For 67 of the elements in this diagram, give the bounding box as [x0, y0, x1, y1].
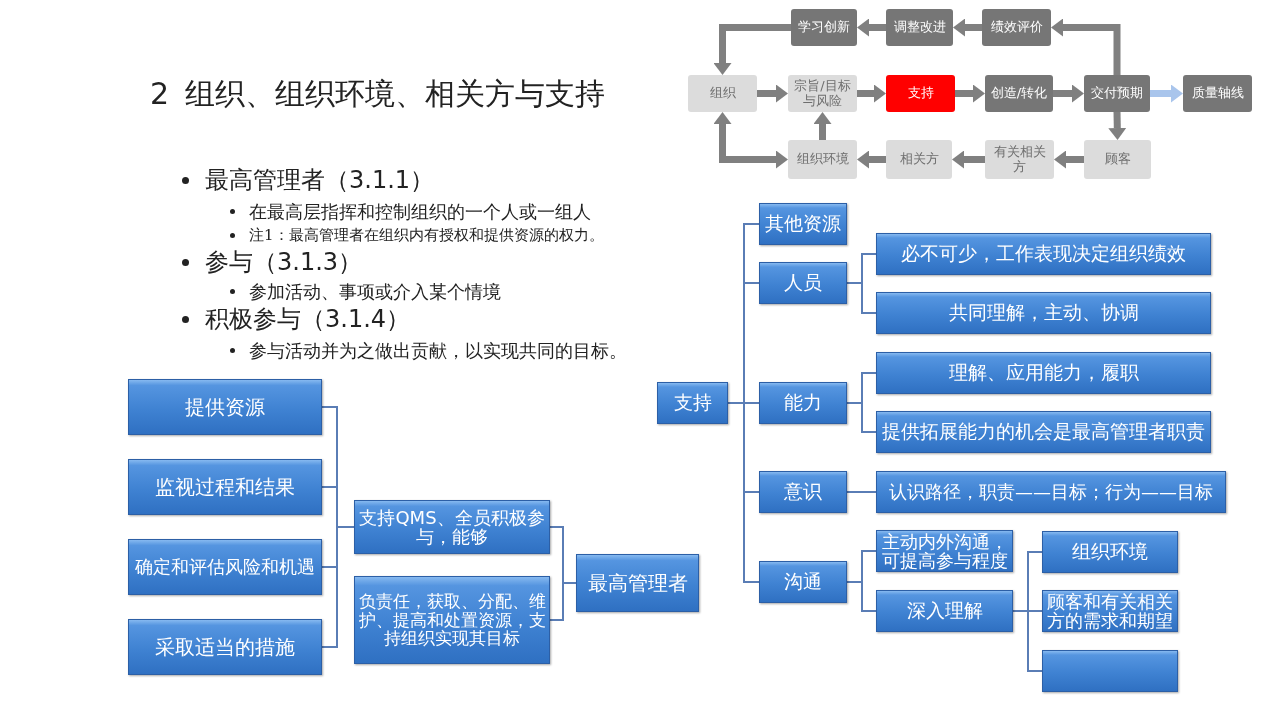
tree-node: 能力: [759, 382, 847, 424]
process-step: 有关相关方: [985, 140, 1054, 179]
tree-node: 监视过程和结果: [128, 459, 322, 515]
tree-node: 确定和评估风险和机遇: [128, 539, 322, 595]
arrow: [757, 84, 788, 103]
tree-node: 顾客和有关相关方的需求和期望: [1042, 590, 1178, 632]
tree-node: 深入理解: [876, 590, 1013, 632]
tree-node: 主动内外沟通，可提高参与程度: [876, 530, 1013, 572]
arrow: [1051, 18, 1121, 75]
tree-node: 必不可少，工作表现决定组织绩效: [876, 233, 1211, 275]
bullet-heading: 最高管理者（3.1.1）: [205, 166, 435, 195]
process-step: 支持: [886, 75, 955, 112]
tree-connector: [846, 372, 877, 433]
arrow: [952, 150, 985, 169]
tree-connector: [727, 223, 760, 583]
connector-line: [846, 491, 877, 493]
arrow: [955, 84, 985, 103]
arrow: [1150, 84, 1183, 103]
arrow: [857, 84, 886, 103]
process-step: 绩效评价: [982, 9, 1051, 46]
tree-node: 采取适当的措施: [128, 619, 322, 675]
arrow: [1053, 84, 1084, 103]
process-step: 组织: [688, 75, 757, 112]
tree-node: 最高管理者: [576, 554, 699, 612]
tree-node: 沟通: [759, 561, 847, 603]
tree-connector: [846, 550, 877, 612]
slide-title: 2 组织、组织环境、相关方与支持: [150, 75, 605, 113]
process-step: 顾客: [1084, 140, 1151, 179]
tree-node: 支持: [657, 382, 728, 424]
tree-node: 支持QMS、全员积极参与，能够: [354, 500, 550, 554]
process-step: 组织环境: [788, 140, 857, 179]
arrow: [857, 18, 886, 37]
double-arrow: [713, 112, 788, 169]
tree-node: 其他资源: [759, 203, 847, 245]
tree-node: 共同理解，主动、协调: [876, 292, 1211, 334]
arrow: [857, 150, 886, 169]
process-step: 宗旨/目标与风险: [788, 75, 857, 112]
tree-node: 理解、应用能力，履职: [876, 352, 1211, 394]
tree-node: 负责任，获取、分配、维护、提高和处置资源，支持组织实现其目标: [354, 576, 550, 664]
arrow: [813, 112, 832, 140]
process-step: 相关方: [886, 140, 952, 179]
tree-connector: [1012, 551, 1043, 672]
bullet-text: 参加活动、事项或介入某个情境: [249, 281, 501, 303]
bullet-text: 在最高层指挥和控制组织的一个人或一组人: [249, 201, 591, 223]
bullet-note: 注1：最高管理者在组织内有授权和提供资源的权力。: [249, 226, 604, 244]
bullet-heading: 参与（3.1.3）: [205, 248, 363, 277]
bullet-text: 参与活动并为之做出贡献，以实现共同的目标。: [249, 340, 627, 362]
tree-connector: [549, 526, 577, 621]
tree-node: 认识路径，职责——目标；行为——目标: [876, 471, 1226, 513]
process-step: 学习创新: [791, 9, 857, 46]
arrow: [1054, 150, 1084, 169]
tree-node: 组织环境: [1042, 531, 1178, 573]
arrow: [713, 24, 791, 75]
process-step: 交付预期: [1084, 75, 1150, 112]
arrow: [1108, 111, 1127, 140]
process-step: 质量轴线: [1183, 75, 1252, 112]
arrow: [953, 18, 982, 37]
tree-node: 提供资源: [128, 379, 322, 435]
tree-connector: [846, 253, 877, 314]
tree-node: 提供拓展能力的机会是最高管理者职责: [876, 411, 1211, 453]
bullet-heading: 积极参与（3.1.4）: [205, 305, 411, 334]
process-step: 创造/转化: [985, 75, 1053, 112]
tree-node: [1042, 650, 1178, 692]
tree-node: 人员: [759, 262, 847, 304]
tree-node: 意识: [759, 471, 847, 513]
process-step: 调整改进: [886, 9, 953, 46]
tree-connector: [321, 406, 355, 648]
